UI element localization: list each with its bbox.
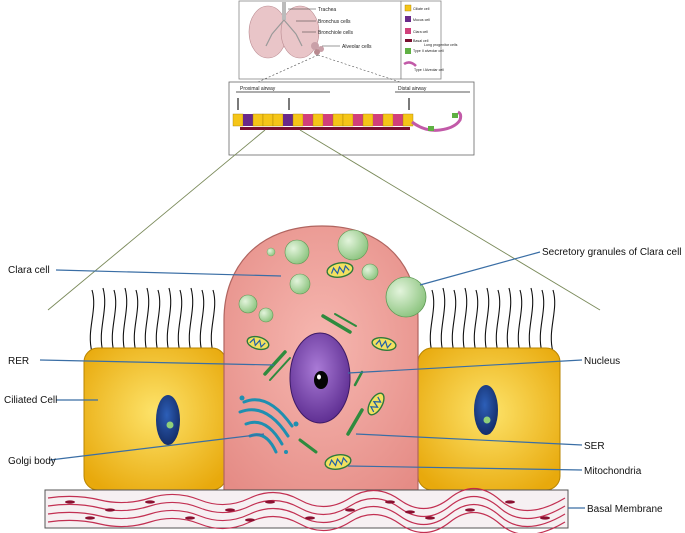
cilia-left bbox=[89, 287, 216, 353]
zoom-line-right bbox=[299, 129, 601, 311]
legend-ciliated-label: Ciliate cell bbox=[413, 7, 430, 11]
legend-basal-swatch bbox=[405, 39, 412, 42]
secretory-granules-leader bbox=[419, 251, 541, 286]
lung-inset: Trachea Bronchus cells Bronchiole cells … bbox=[238, 0, 402, 80]
distal-airway-label: Distal airway bbox=[398, 86, 427, 92]
ciliated-cell-right-nucleus bbox=[474, 385, 498, 435]
golgi-body-label: Golgi body bbox=[8, 456, 56, 467]
clara-cell-label: Clara cell bbox=[8, 265, 50, 276]
secretory-granules-label: Secretory granules of Clara cell bbox=[542, 247, 682, 258]
clara-nucleolus bbox=[314, 371, 328, 389]
bronchiole-label: Bronchiole cells bbox=[318, 30, 354, 36]
ciliated-cell-left-nucleus bbox=[156, 395, 180, 445]
bronchi-shape bbox=[265, 19, 303, 47]
basal-membrane bbox=[44, 487, 569, 533]
legend-mucus-swatch bbox=[405, 16, 411, 22]
legend-basal-label: Basal cell bbox=[413, 39, 429, 43]
trachea-label: Trachea bbox=[318, 7, 336, 13]
cilia-right bbox=[429, 287, 556, 353]
ciliated-cell-left bbox=[83, 347, 227, 491]
right-lung-shape bbox=[280, 5, 320, 59]
nucleus-label: Nucleus bbox=[584, 356, 620, 367]
legend-type1-label: Type I Alveolar cell bbox=[414, 68, 444, 72]
alveoli-shape bbox=[311, 42, 319, 50]
legend-type2-label: Type II alveolar cell bbox=[413, 49, 444, 53]
mitochondria-label: Mitochondria bbox=[584, 466, 642, 477]
label-leader-lines bbox=[39, 251, 585, 509]
zoom-line-left bbox=[47, 129, 266, 311]
trachea-shape bbox=[282, 2, 286, 20]
mitochondria-leader bbox=[347, 465, 583, 471]
secretory-granules bbox=[238, 229, 427, 323]
golgi-body-leader bbox=[49, 433, 265, 461]
mitochondria-group bbox=[246, 262, 397, 470]
zoom-dotted-line-left bbox=[257, 54, 319, 83]
nucleus-leader bbox=[347, 359, 583, 374]
endoplasmic-reticulum bbox=[263, 313, 364, 454]
ser-leader bbox=[355, 433, 583, 446]
rer-leader bbox=[39, 359, 275, 366]
cell-type-legend: Ciliate cell Mucus cell Clara cell Basal… bbox=[400, 0, 458, 80]
clara-cell bbox=[223, 225, 427, 491]
proximal-airway-label: Proximal airway bbox=[240, 86, 276, 92]
ciliated-cell-left-body bbox=[83, 347, 227, 491]
legend-ciliated-swatch bbox=[404, 4, 412, 12]
clara-nucleus bbox=[289, 332, 351, 424]
bronchus-label: Bronchus cells bbox=[318, 19, 351, 25]
legend-type2-swatch bbox=[405, 48, 411, 54]
basal-membrane-label: Basal Membrane bbox=[587, 504, 663, 515]
rer-label: RER bbox=[8, 356, 29, 367]
basal-membrane-frame bbox=[44, 489, 569, 529]
legend-clara-label: Clara cell bbox=[413, 30, 428, 34]
legend-progenitor-label: Lung progenitor cells bbox=[424, 43, 458, 47]
ciliated-cell-left-nucleolus bbox=[166, 421, 174, 429]
airway-cells-row bbox=[232, 110, 463, 132]
legend-mucus-label: Mucus cell bbox=[413, 18, 430, 22]
ciliated-cell-label: Ciliated Cell bbox=[4, 395, 57, 406]
legend-type1-swatch bbox=[403, 61, 417, 67]
airway-strip-inset: Proximal airway Distal airway bbox=[228, 81, 475, 156]
clara-cell-leader bbox=[55, 269, 282, 277]
ser-label: SER bbox=[584, 441, 605, 452]
alveolar-label: Alveolar cells bbox=[342, 44, 372, 50]
legend-clara-swatch bbox=[405, 28, 411, 34]
ciliated-cell-right-nucleolus bbox=[483, 416, 491, 424]
